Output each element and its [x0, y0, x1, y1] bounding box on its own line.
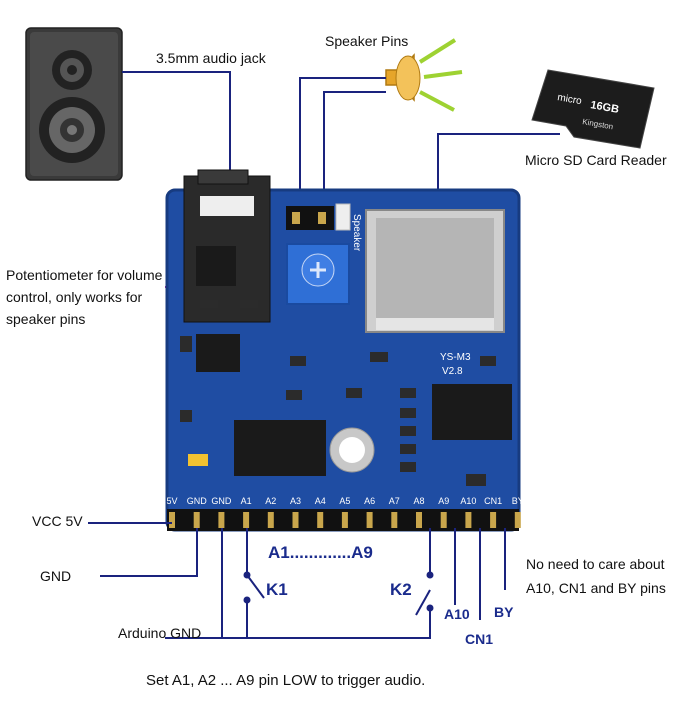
label-k2: K2	[390, 580, 412, 599]
amp-chip-component	[196, 334, 240, 372]
micro-sd-card-icon: micro 16GB Kingston	[531, 69, 655, 149]
pin-label: A4	[315, 496, 326, 506]
label-cn1: CN1	[465, 631, 494, 647]
speaker-cabinet-icon	[25, 27, 123, 181]
wire-dots	[243, 571, 434, 612]
smd-components	[180, 300, 496, 486]
loudspeaker-icon	[385, 38, 463, 112]
label-by: BY	[494, 604, 514, 620]
silk-model: YS-M3	[440, 352, 471, 363]
pin-label: BY	[512, 496, 524, 506]
label-audio-jack: 3.5mm audio jack	[156, 50, 266, 66]
pin-label: A7	[389, 496, 400, 506]
header-pin	[366, 512, 373, 528]
pin-label: A1	[241, 496, 252, 506]
header-pin	[490, 512, 497, 528]
header-pin	[465, 512, 472, 528]
wire-gnd	[100, 528, 198, 577]
pin-label: A3	[290, 496, 301, 506]
pin-label: A10	[460, 496, 476, 506]
header-pin	[317, 512, 324, 528]
silk-version: V2.8	[442, 366, 463, 377]
pin-label: A2	[265, 496, 276, 506]
label-vcc: VCC 5V	[32, 513, 83, 529]
header-pin	[391, 512, 398, 528]
header-pin	[243, 512, 250, 528]
pin-label: CN1	[484, 496, 502, 506]
header-pin	[416, 512, 422, 528]
pin-header	[169, 512, 521, 528]
label-sd-reader: Micro SD Card Reader	[525, 152, 667, 168]
leader-lines	[122, 71, 560, 212]
sd-capacity-text: 16GB	[589, 99, 619, 116]
leader-audio-jack	[122, 71, 231, 180]
header-pin	[267, 512, 274, 528]
header-pin	[193, 512, 200, 528]
leader-speaker-a	[299, 77, 386, 210]
label-no-care: No need to care about A10, CN1 and BY pi…	[526, 556, 666, 596]
label-gnd: GND	[40, 568, 72, 584]
label-a-range: A1.............A9	[268, 543, 373, 562]
header-pin	[440, 512, 447, 528]
pin-label: A9	[438, 496, 449, 506]
ic-chip-right	[432, 384, 512, 440]
sd-reader-component	[365, 209, 505, 333]
pin-label: GND	[211, 496, 232, 506]
leader-speaker-b	[323, 91, 386, 210]
leader-sd-reader	[437, 133, 560, 212]
smd-capacitor-yellow	[188, 454, 208, 466]
pcb-board: Speaker	[165, 169, 524, 532]
ic-chip-left	[234, 420, 326, 476]
label-a10: A10	[444, 606, 470, 622]
audio-jack-component	[183, 169, 271, 323]
pin-label: A8	[413, 496, 424, 506]
pin-label: 5V	[166, 496, 177, 506]
wire-arduino-gnd	[221, 528, 431, 639]
switch-k1	[246, 574, 265, 599]
switch-k2	[415, 589, 431, 616]
pin-label: A6	[364, 496, 375, 506]
header-pin	[341, 512, 348, 528]
label-speaker-pins: Speaker Pins	[325, 33, 409, 49]
label-footer: Set A1, A2 ... A9 pin LOW to trigger aud…	[146, 672, 426, 689]
pin-label: GND	[187, 496, 208, 506]
label-potentiometer: Potentiometer for volume control, only w…	[6, 267, 163, 327]
wiring	[88, 522, 506, 639]
speaker-header-component	[286, 203, 351, 231]
label-arduino-gnd: Arduino GND	[118, 625, 202, 641]
sd-brand-text: micro	[556, 92, 582, 107]
header-pin	[292, 512, 299, 528]
header-pin	[218, 512, 225, 528]
header-pin	[169, 512, 175, 528]
header-pin	[514, 512, 521, 528]
pin-label: A5	[339, 496, 350, 506]
label-k1: K1	[266, 580, 288, 599]
potentiometer-component	[286, 243, 350, 305]
silk-speaker: Speaker	[351, 214, 362, 252]
